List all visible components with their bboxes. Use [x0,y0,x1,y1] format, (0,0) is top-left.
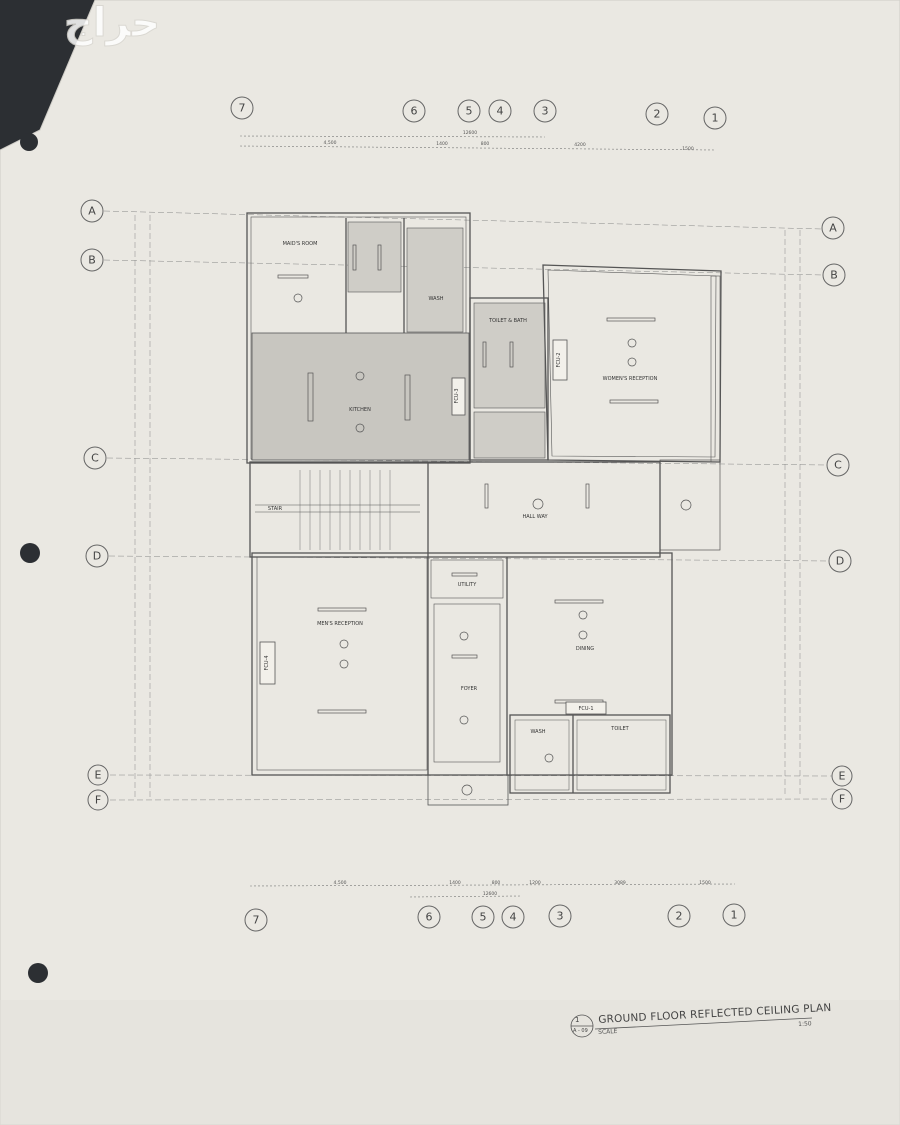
grid-row-f-left: F [95,794,101,807]
bottom-dim-5: 3089 [614,880,626,886]
room-mens-reception: MEN'S RECEPTION [317,621,363,627]
grid-col-6-top: 6 [411,105,418,118]
grid-row-d-right: D [836,555,844,568]
grid-row-e-right: E [839,770,846,783]
grid-col-3-bottom: 3 [557,910,564,923]
title-block-symbol [570,1014,813,1038]
grid-row-b-right: B [830,269,838,282]
binder-hole-bottom [28,963,48,983]
room-womens-reception: WOMEN'S RECEPTION [603,376,658,382]
binder-hole-middle [20,543,40,563]
grid-row-b-left: B [88,254,96,267]
fcu3-label: FCU-3 [454,388,460,403]
grid-col-6-bottom: 6 [426,911,433,924]
right-grid-bubbles [821,216,853,810]
room-kitchen: KITCHEN [349,407,371,413]
top-dim-5: 1500 [682,146,694,152]
top-dim-3: 800 [481,141,490,147]
room-maids-room: MAID'S ROOM [283,241,318,247]
top-dimension-lines [239,135,716,151]
room-toilet-bottom: TOILET [610,726,629,732]
building-outline [246,212,722,806]
grid-row-f-right: F [839,793,845,806]
grid-col-3-top: 3 [542,105,549,118]
room-dining: DINING [576,646,594,652]
grid-col-7-bottom: 7 [253,914,260,927]
top-dim-1: 4,500 [324,140,337,146]
bottom-dim-1: 4,500 [334,880,347,886]
room-foyer: FOYER [461,686,478,692]
room-stair: STAIR [268,506,283,512]
grid-row-a-right: A [829,222,837,235]
bottom-total-dimension: 12600 [483,891,497,897]
grid-row-d-left: D [93,550,101,563]
grid-col-2-top: 2 [654,108,661,121]
grid-row-e-left: E [95,769,102,782]
grid-col-4-top: 4 [497,105,504,118]
left-grid-bubbles [80,199,109,811]
bottom-dim-4: 1200 [529,880,541,886]
bottom-dimension-lines [249,883,736,898]
room-hallway: HALL WAY [522,514,548,520]
grid-col-4-bottom: 4 [510,911,517,924]
scale-label: SCALE [598,1027,618,1036]
grid-col-1-top: 1 [712,112,719,125]
scale-ratio: 1:50 [798,1020,812,1028]
grid-col-5-bottom: 5 [480,911,487,924]
top-dim-2: 1400 [436,141,448,147]
grid-col-1-bottom: 1 [731,909,738,922]
haraj-watermark-logo: حراج [63,0,160,47]
grid-col-2-bottom: 2 [676,910,683,923]
room-toilet-bath: TOILET & BATH [488,318,527,324]
light-fixtures [277,244,692,796]
room-utility: UTILITY [458,582,478,588]
fcu2-label: FCU-2 [556,352,562,367]
room-wash-bottom: WASH [530,729,545,735]
sheet-reference: A - 09 [573,1028,588,1034]
bottom-dim-6: 1500 [699,880,711,886]
top-dim-4: 4200 [574,142,586,148]
detail-number: 1 [575,1016,580,1024]
grid-col-5-top: 5 [466,105,473,118]
grid-row-a-left: A [88,205,96,218]
grid-row-c-right: C [834,459,842,472]
fcu-units [259,339,607,715]
watermark-text: حراج [64,0,160,46]
bottom-dim-3: 800 [492,880,501,886]
room-wash-top: WASH [428,296,443,302]
top-grid-bubbles [230,96,727,130]
fcu4-label: FCU-4 [264,655,270,670]
top-total-dimension: 12600 [463,130,477,136]
binder-hole-top [20,133,38,151]
grid-row-c-left: C [91,452,99,465]
grid-lines [103,210,833,801]
bottom-grid-bubbles [244,903,746,932]
grid-col-7-top: 7 [239,102,246,115]
bottom-dim-2: 1400 [449,880,461,886]
fcu1-label: FCU-1 [578,706,593,712]
